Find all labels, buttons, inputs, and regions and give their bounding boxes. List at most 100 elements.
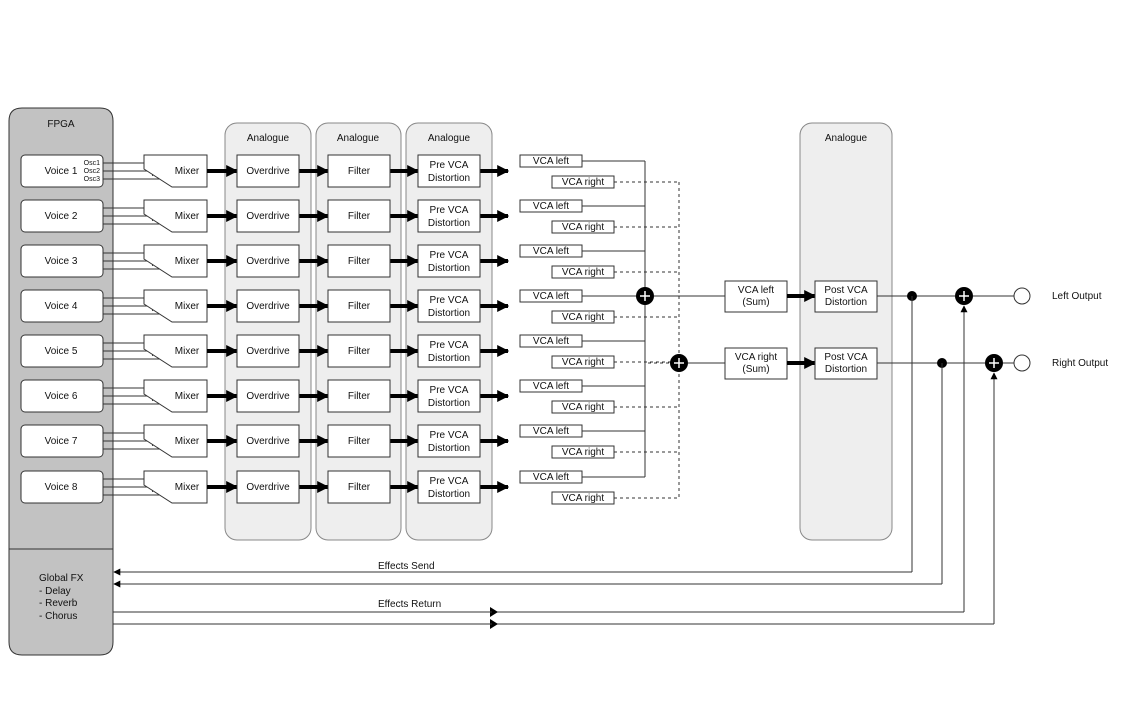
effects-return-arrow	[490, 619, 498, 629]
vca-right-label: VCA right	[562, 177, 604, 188]
overdrive-box	[236, 470, 300, 504]
overdrive-box	[236, 154, 300, 188]
vca-left-label: VCA left	[533, 246, 569, 257]
vca-left-sum-box	[724, 280, 788, 313]
mixer-label: Mixer	[175, 482, 200, 493]
pre-vca-distortion-box	[417, 470, 481, 504]
post-vca-right-label: Post VCA	[824, 352, 868, 363]
overdrive-box	[236, 334, 300, 368]
mixer-label: Mixer	[175, 346, 200, 357]
analogue-panel-label: Analogue	[247, 133, 290, 144]
filter-label: Filter	[348, 301, 371, 312]
vca-left-label: VCA left	[533, 472, 569, 483]
left-output-terminal	[1013, 287, 1031, 305]
analogue-panel-post-vca	[799, 122, 893, 541]
pre-vca-label: Pre VCA	[430, 430, 469, 441]
pre-vca-distortion-box	[417, 244, 481, 278]
overdrive-label: Overdrive	[246, 346, 290, 357]
filter-box	[327, 334, 391, 368]
analogue-panel-label: Analogue	[428, 133, 471, 144]
global-fx-item-reverb: - Reverb	[39, 598, 78, 609]
pre-vca-label: Distortion	[428, 353, 470, 364]
fpga-title: FPGA	[47, 119, 75, 130]
filter-box	[327, 289, 391, 323]
analogue-panel-label: Analogue	[825, 133, 868, 144]
summing-bus: VCA left (Sum) VCA right (Sum) Post VCA …	[113, 161, 1108, 629]
filter-label: Filter	[348, 256, 371, 267]
mixer-block	[143, 289, 208, 323]
filter-label: Filter	[348, 166, 371, 177]
vca-left-label: VCA left	[533, 291, 569, 302]
osc-label: Osc1	[84, 160, 100, 167]
vca-right-sum-box	[724, 347, 788, 380]
pre-vca-label: Distortion	[428, 443, 470, 454]
overdrive-box	[236, 244, 300, 278]
pre-vca-distortion-box	[417, 199, 481, 233]
filter-box	[327, 470, 391, 504]
pre-vca-label: Pre VCA	[430, 250, 469, 261]
mixer-block	[143, 424, 208, 458]
filter-label: Filter	[348, 436, 371, 447]
voice-label: Voice 8	[45, 482, 78, 493]
pre-vca-label: Distortion	[428, 173, 470, 184]
vca-left-label: VCA left	[533, 426, 569, 437]
filter-box	[327, 424, 391, 458]
filter-label: Filter	[348, 391, 371, 402]
post-vca-left-box	[814, 280, 878, 313]
post-vca-left-label: Post VCA	[824, 285, 868, 296]
filter-box	[327, 199, 391, 233]
overdrive-label: Overdrive	[246, 436, 290, 447]
vca-left-label: VCA left	[533, 156, 569, 167]
mixer-block	[143, 470, 208, 504]
vca-left-sum-label: (Sum)	[742, 297, 769, 308]
overdrive-label: Overdrive	[246, 256, 290, 267]
global-fx-item-chorus: - Chorus	[39, 611, 77, 622]
overdrive-box	[236, 379, 300, 413]
mixer-label: Mixer	[175, 301, 200, 312]
pre-vca-label: Pre VCA	[430, 295, 469, 306]
mixer-block	[143, 334, 208, 368]
pre-vca-distortion-box	[417, 334, 481, 368]
pre-vca-label: Distortion	[428, 263, 470, 274]
overdrive-label: Overdrive	[246, 391, 290, 402]
vca-right-sum-label: (Sum)	[742, 364, 769, 375]
pre-vca-label: Pre VCA	[430, 340, 469, 351]
overdrive-label: Overdrive	[246, 301, 290, 312]
overdrive-label: Overdrive	[246, 211, 290, 222]
overdrive-box	[236, 289, 300, 323]
mixer-block	[143, 199, 208, 233]
left-output-label: Left Output	[1052, 291, 1102, 302]
vca-left-label: VCA left	[533, 201, 569, 212]
overdrive-box	[236, 424, 300, 458]
mixer-label: Mixer	[175, 166, 200, 177]
filter-label: Filter	[348, 346, 371, 357]
vca-left-label: VCA left	[533, 381, 569, 392]
filter-box	[327, 244, 391, 278]
mixer-label: Mixer	[175, 391, 200, 402]
effects-return-arrow	[490, 607, 498, 617]
right-output-label: Right Output	[1052, 358, 1108, 369]
mixer-block	[143, 379, 208, 413]
vca-right-label: VCA right	[562, 267, 604, 278]
effects-send-label: Effects Send	[378, 561, 435, 572]
osc-label: Osc3	[84, 176, 100, 183]
pre-vca-distortion-box	[417, 379, 481, 413]
overdrive-label: Overdrive	[246, 482, 290, 493]
voice-label: Voice 3	[45, 256, 78, 267]
vca-left-sum-label: VCA left	[738, 285, 774, 296]
vca-right-label: VCA right	[562, 222, 604, 233]
vca-right-label: VCA right	[562, 357, 604, 368]
overdrive-label: Overdrive	[246, 166, 290, 177]
global-fx-title: Global FX	[39, 573, 84, 584]
pre-vca-label: Distortion	[428, 489, 470, 500]
global-fx-item-delay: - Delay	[39, 586, 71, 597]
right-output-terminal	[1013, 354, 1031, 372]
voice-label: Voice 7	[45, 436, 78, 447]
voice-label: Voice 4	[45, 301, 78, 312]
pre-vca-label: Distortion	[428, 398, 470, 409]
mixer-block	[143, 244, 208, 278]
filter-box	[327, 154, 391, 188]
pre-vca-label: Pre VCA	[430, 205, 469, 216]
